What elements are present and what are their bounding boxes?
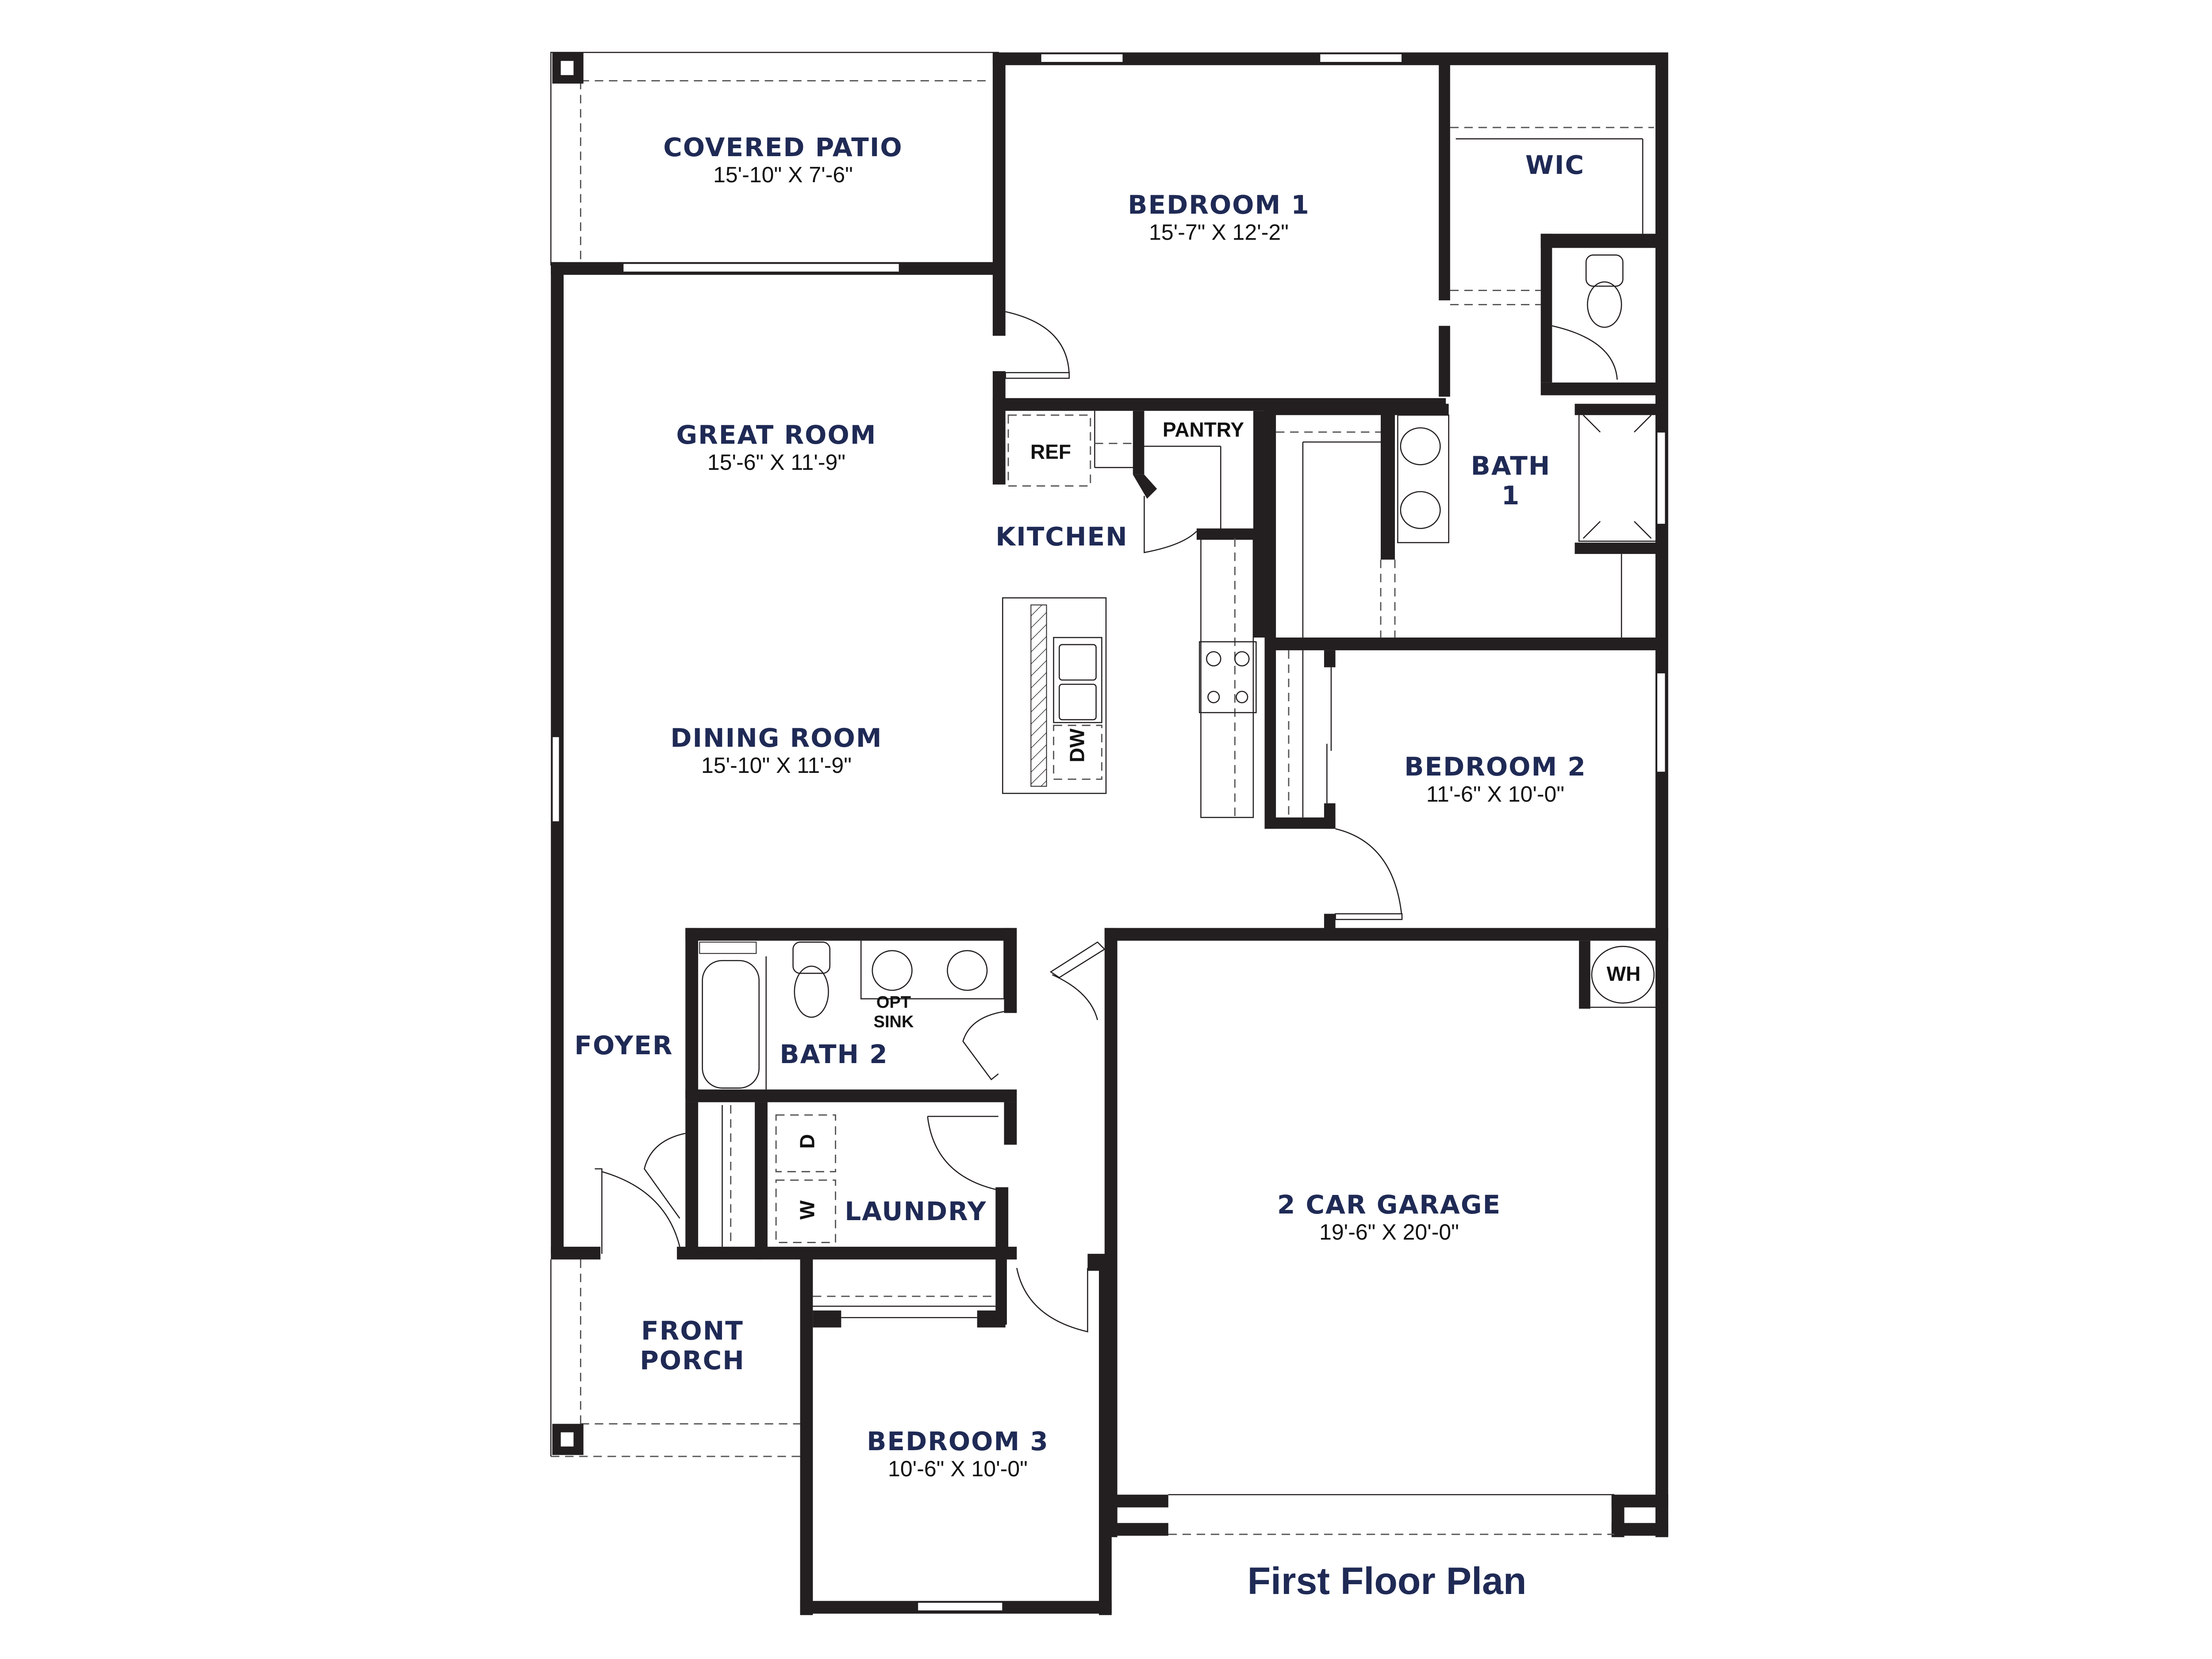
foyer-label: FOYER xyxy=(574,1031,673,1060)
bedroom2-label: BEDROOM 2 11'-6" X 10'-0" xyxy=(1404,752,1586,807)
room-name: LAUNDRY xyxy=(845,1196,987,1226)
laundry-label: LAUNDRY xyxy=(845,1197,987,1226)
room-dimensions: 11'-6" X 10'-0" xyxy=(1426,781,1565,806)
opt-sink-line2: SINK xyxy=(873,1012,914,1031)
room-name: BEDROOM 1 xyxy=(1128,190,1310,220)
room-name: GREAT ROOM xyxy=(676,420,877,450)
room-name: BATH xyxy=(1471,451,1551,481)
room-name: BEDROOM 2 xyxy=(1404,752,1586,782)
room-name: WIC xyxy=(1525,150,1585,180)
bedroom3-label: BEDROOM 3 10'-6" X 10'-0" xyxy=(867,1427,1049,1482)
opt-sink-label: OPT SINK xyxy=(874,993,914,1032)
bath2-label: BATH 2 xyxy=(780,1040,888,1069)
dishwasher-label: DW xyxy=(1065,728,1089,763)
room-name: FOYER xyxy=(574,1030,673,1060)
front-porch-label: FRONT PORCH xyxy=(640,1316,745,1375)
room-dimensions: 15'-6" X 11'-9" xyxy=(707,449,846,475)
room-name: BATH 2 xyxy=(780,1039,888,1069)
bedroom1-label: BEDROOM 1 15'-7" X 12'-2" xyxy=(1128,190,1310,245)
room-name: 2 CAR GARAGE xyxy=(1277,1190,1502,1220)
room-name: COVERED PATIO xyxy=(663,132,903,162)
bath1-label: BATH 1 xyxy=(1471,451,1551,510)
walls xyxy=(550,52,1668,1615)
room-dimensions: 15'-7" X 12'-2" xyxy=(1149,219,1289,245)
room-dimensions: 10'-6" X 10'-0" xyxy=(888,1456,1028,1481)
room-name-line2: 1 xyxy=(1501,480,1521,511)
room-dimensions: 15'-10" X 7'-6" xyxy=(713,162,853,187)
room-dimensions: 19'-6" X 20'-0" xyxy=(1319,1219,1459,1244)
garage-label: 2 CAR GARAGE 19'-6" X 20'-0" xyxy=(1277,1190,1501,1245)
wic-label: WIC xyxy=(1525,150,1585,180)
great-room-label: GREAT ROOM 15'-6" X 11'-9" xyxy=(676,420,876,475)
ref-label: REF xyxy=(1030,440,1071,463)
pantry-label: PANTRY xyxy=(1163,418,1244,441)
plan-title: First Floor Plan xyxy=(1247,1560,1527,1602)
room-name: BEDROOM 3 xyxy=(867,1426,1049,1456)
room-name-line2: PORCH xyxy=(640,1345,745,1375)
water-heater-label: WH xyxy=(1606,962,1641,985)
room-name: DINING ROOM xyxy=(670,723,883,753)
room-dimensions: 15'-10" X 11'-9" xyxy=(701,753,852,778)
room-name: KITCHEN xyxy=(995,522,1128,552)
dryer-label: D xyxy=(795,1134,819,1149)
dining-room-label: DINING ROOM 15'-10" X 11'-9" xyxy=(670,723,882,778)
kitchen-label: KITCHEN xyxy=(995,522,1128,552)
washer-label: W xyxy=(795,1200,819,1220)
room-name: FRONT xyxy=(641,1316,744,1346)
covered-patio-label: COVERED PATIO 15'-10" X 7'-6" xyxy=(663,133,902,188)
opt-sink-line1: OPT xyxy=(876,993,911,1012)
